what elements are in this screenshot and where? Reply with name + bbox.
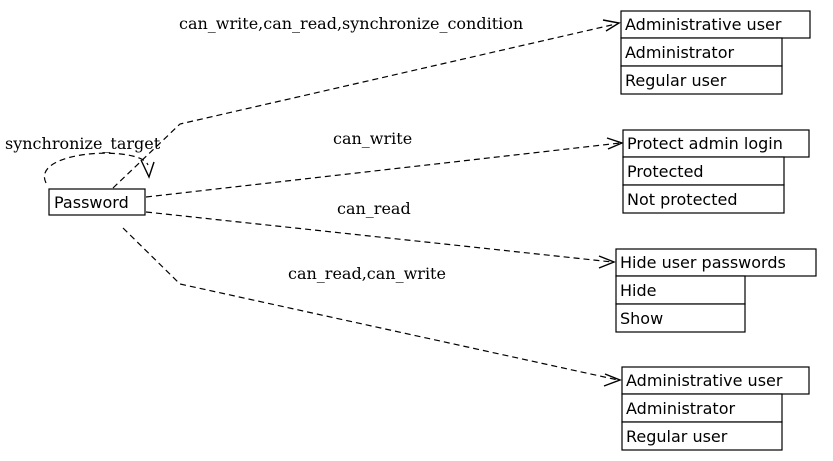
node-admin-user-top-title-box	[620, 10, 811, 39]
node-hide-user-passwords-option: Hide	[620, 281, 656, 300]
node-password-label: Password	[54, 193, 129, 212]
label-to-admin-user-top: can_write,can_read,synchronize_condition	[179, 14, 523, 33]
node-admin-user-bottom: Administrative user Administrator Regula…	[621, 366, 810, 451]
node-admin-user-top-option: Regular user	[625, 71, 727, 90]
node-password-box	[48, 188, 146, 216]
edge-to-admin-user-top-arrowhead	[602, 19, 621, 32]
node-admin-user-bottom-option: Administrator	[626, 399, 735, 418]
node-admin-user-bottom-title: Administrative user	[626, 371, 783, 390]
node-admin-user-top: Administrative user Administrator Regula…	[620, 10, 811, 95]
node-hide-user-passwords-title-box	[615, 248, 817, 277]
node-admin-user-top-title: Administrative user	[625, 15, 782, 34]
edge-to-admin-user-top	[112, 23, 617, 189]
edge-to-hide-user-passwords-arrowhead	[598, 255, 616, 269]
node-password: Password	[48, 188, 146, 216]
node-protect-admin-login-title: Protect admin login	[627, 134, 783, 153]
node-protect-admin-login-option: Protected	[627, 162, 704, 181]
node-protect-admin-login-option-box	[622, 156, 785, 186]
label-self-loop: synchronize_target	[5, 134, 161, 153]
node-admin-user-top-option-box	[620, 65, 783, 95]
edge-labels: synchronize_target can_write,can_read,sy…	[5, 14, 523, 283]
node-admin-user-bottom-title-box	[621, 366, 810, 395]
node-hide-user-passwords-option-box	[615, 275, 746, 305]
node-admin-user-bottom-option-box	[621, 421, 783, 451]
node-protect-admin-login: Protect admin login Protected Not protec…	[622, 129, 810, 214]
edge-to-hide-user-passwords	[145, 211, 613, 263]
edge-to-admin-user-bottom	[122, 227, 619, 381]
edge-to-protect-admin-login-arrowhead	[606, 137, 624, 150]
node-hide-user-passwords-option: Show	[620, 309, 663, 328]
node-protect-admin-login-option: Not protected	[627, 190, 737, 209]
node-hide-user-passwords-title: Hide user passwords	[620, 253, 786, 272]
node-hide-user-passwords-option-box	[615, 303, 746, 333]
label-to-admin-user-bottom: can_read,can_write	[288, 264, 446, 283]
edge-to-protect-admin-login	[145, 142, 621, 198]
node-admin-user-bottom-option: Regular user	[626, 427, 728, 446]
node-hide-user-passwords: Hide user passwords Hide Show	[615, 248, 817, 333]
edges	[43, 19, 624, 387]
edge-self-loop-arrowhead	[140, 159, 155, 179]
node-protect-admin-login-option-box	[622, 184, 785, 214]
label-to-hide-user-passwords: can_read	[337, 199, 411, 218]
edge-self-loop	[43, 152, 149, 184]
node-admin-user-top-option: Administrator	[625, 43, 734, 62]
label-to-protect-admin-login: can_write	[333, 129, 412, 148]
edge-to-admin-user-bottom-arrowhead	[603, 373, 622, 387]
node-admin-user-bottom-option-box	[621, 393, 783, 423]
